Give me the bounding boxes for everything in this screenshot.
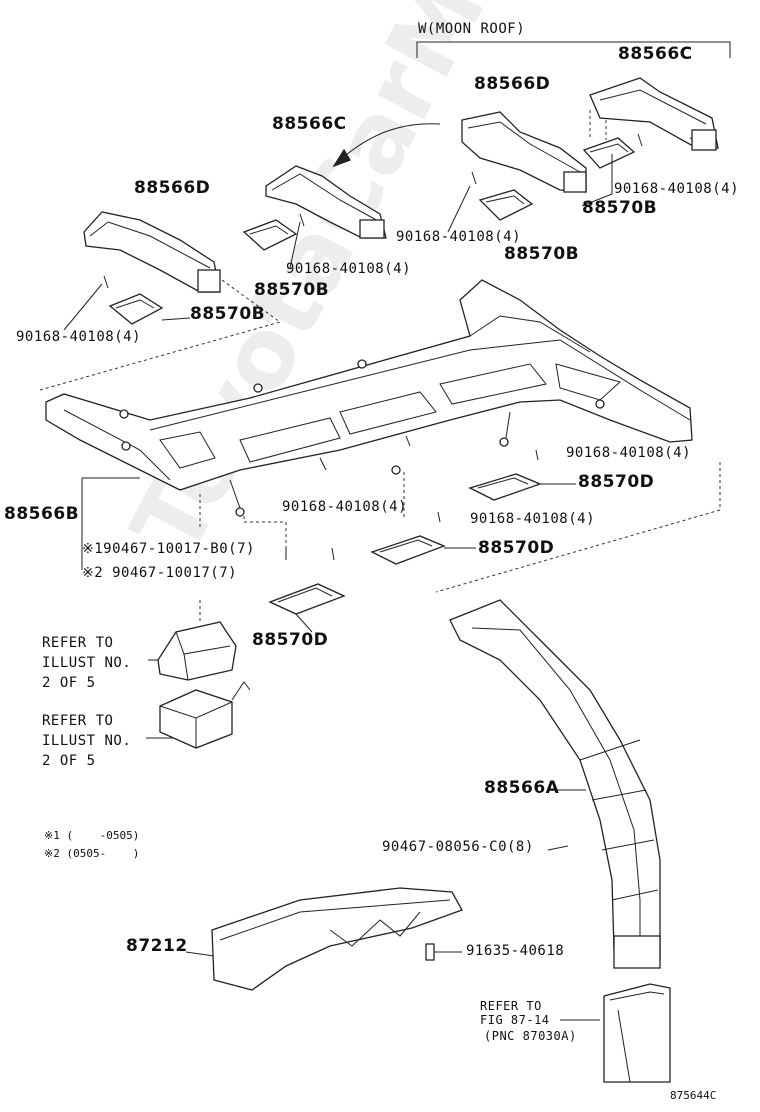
lower-duct-87030a	[603, 983, 671, 1083]
label-bolt-top: 90168-40108(4)	[396, 229, 522, 245]
label-87212: 87212	[126, 936, 188, 956]
refer1-line3: 2 OF 5	[42, 675, 96, 691]
fig-line1: REFER TO	[480, 999, 542, 1013]
label-88570b-left: 88570B	[190, 304, 266, 324]
blower-unit-lower	[159, 681, 251, 749]
label-88566c-right: 88566C	[618, 44, 693, 64]
note-2: ※2 (0505- )	[44, 847, 140, 860]
refer2-line2: ILLUST NO.	[42, 733, 132, 749]
label-bolt-right: 90168-40108(4)	[614, 181, 740, 197]
label-88566a: 88566A	[484, 778, 560, 798]
label-clip-1: ※190467-10017-B0(7)	[82, 541, 255, 557]
register-88570b-mid	[242, 219, 298, 251]
duct-88566d-top	[461, 111, 587, 193]
bolts	[103, 133, 643, 561]
register-88570d-left	[268, 583, 346, 615]
label-88570b-right: 88570B	[582, 198, 658, 218]
label-88570d-left: 88570D	[252, 630, 329, 650]
register-88570d-right	[468, 473, 542, 501]
register-88570b-left	[108, 293, 164, 325]
duct-88566d-left	[83, 211, 221, 293]
note-1: ※1 ( -0505)	[44, 829, 140, 842]
fig-line3: (PNC 87030A)	[484, 1029, 577, 1043]
fig-line2: FIG 87-14	[480, 1013, 550, 1027]
label-88570b-mid: 88570B	[254, 280, 330, 300]
duct-88566a	[449, 599, 661, 969]
label-screw: 91635-40618	[466, 943, 565, 959]
label-88566d-left: 88566D	[134, 178, 211, 198]
refer2-line3: 2 OF 5	[42, 753, 96, 769]
label-bolt-mid: 90168-40108(4)	[286, 261, 412, 277]
duct-88566b-main	[45, 279, 693, 517]
register-88570d-mid	[370, 535, 446, 565]
illustration-code: 875644C	[670, 1089, 717, 1102]
label-clip-a: 90467-08056-C0(8)	[382, 839, 534, 855]
duct-87212	[211, 887, 463, 991]
label-88566b: 88566B	[4, 504, 80, 524]
screw-91635	[425, 943, 435, 961]
register-88570b-right	[582, 137, 636, 169]
moon-roof-title: W(MOON ROOF)	[418, 21, 526, 37]
label-bolt-left: 90168-40108(4)	[16, 329, 142, 345]
duct-88566c-right	[589, 77, 719, 151]
duct-88566c-mid	[265, 165, 387, 239]
label-clip-2: ※2 90467-10017(7)	[82, 565, 238, 581]
label-bolt-far-right: 90168-40108(4)	[566, 445, 692, 461]
blower-unit-upper	[157, 621, 237, 681]
refer1-line1: REFER TO	[42, 635, 114, 651]
register-88570b-top	[478, 189, 534, 221]
relocation-arrow	[339, 123, 441, 161]
label-88570b-top: 88570B	[504, 244, 580, 264]
label-bolt-center: 90168-40108(4)	[282, 499, 408, 515]
label-88570d-right: 88570D	[578, 472, 655, 492]
label-bolt-center-2: 90168-40108(4)	[470, 511, 596, 527]
label-88570d-mid: 88570D	[478, 538, 555, 558]
refer1-line2: ILLUST NO.	[42, 655, 132, 671]
moon-roof-bracket	[416, 41, 731, 58]
label-88566c-mid: 88566C	[272, 114, 347, 134]
label-88566d-top: 88566D	[474, 74, 551, 94]
refer2-line1: REFER TO	[42, 713, 114, 729]
